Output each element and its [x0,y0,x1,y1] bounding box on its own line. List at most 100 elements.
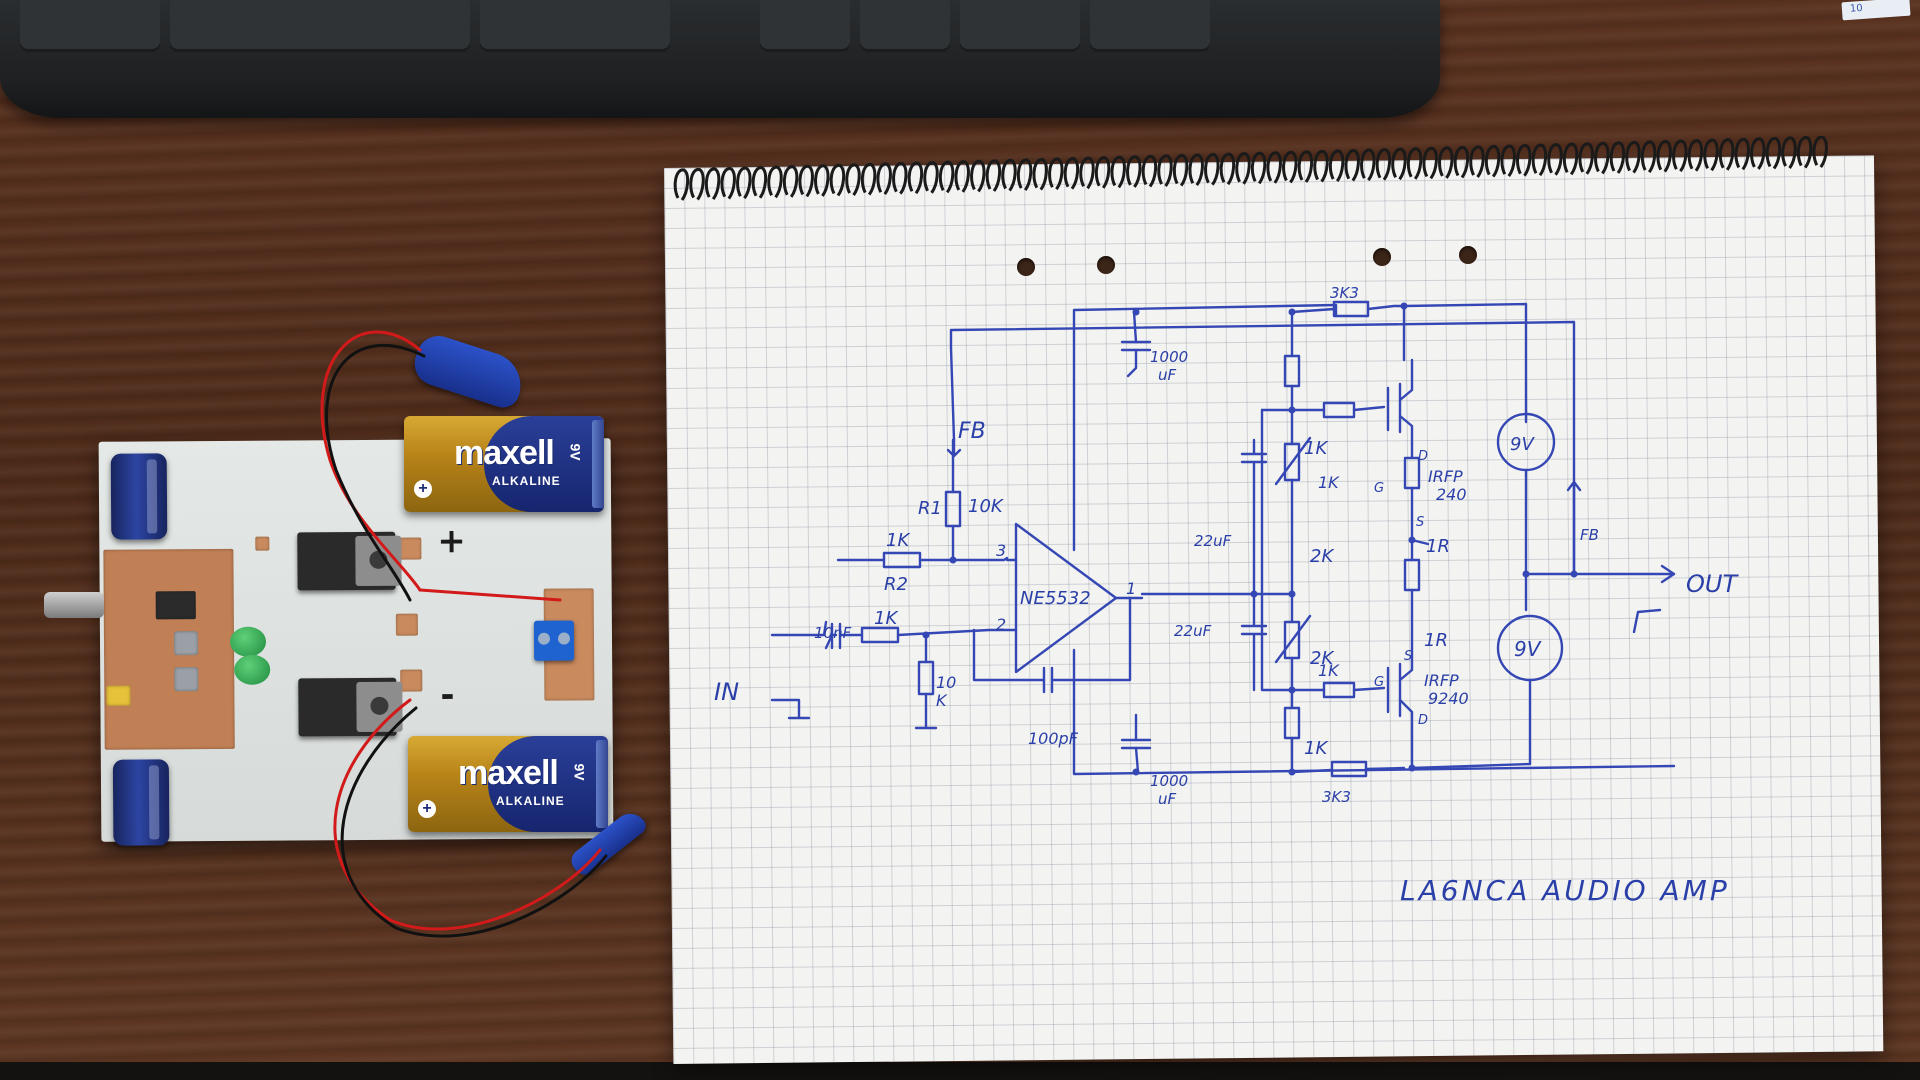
spiral-coil [1344,149,1360,182]
spiral-coil [892,162,908,195]
spiral-coil [1796,136,1813,169]
spiral-coil [1001,159,1017,192]
yellow-capacitor [106,685,131,706]
battery-type: ALKALINE [492,474,561,488]
battery-plus: + [414,480,432,498]
spiral-coil [1640,140,1657,173]
copper-pad [255,536,270,551]
label-input-res: 1K [874,608,898,629]
label-bias-res-b: K [936,691,948,710]
spiral-coil [1094,156,1111,189]
spiral-coil [1703,138,1719,172]
label-r1: R1 [918,498,942,519]
spiral-coil [1250,151,1267,185]
spiral-coil [1469,145,1485,178]
spiral-coil [1625,141,1641,174]
label-battery-bot: 9V [1514,637,1542,661]
label-pin1: 1 [1126,579,1136,598]
spiral-coil [1328,149,1345,182]
spiral-coil [1282,150,1298,184]
spiral-coil [1188,153,1204,187]
spiral-coil [1687,139,1704,172]
spiral-coil [1562,142,1579,176]
spiral-coil [1360,148,1376,182]
schematic-title: LA6NCA AUDIO AMP [1400,874,1730,907]
label-gate-bot: G [1374,675,1384,690]
spiral-coil [1484,145,1501,178]
spiral-coil [1032,158,1048,191]
label-r2: R2 [884,574,908,595]
spiral-coil [767,165,783,199]
spiral-coil [1079,156,1095,190]
audio-input-jack [44,592,104,618]
spiral-coil [1812,136,1828,169]
punch-hole [1459,246,1477,264]
spiral-coil [1547,143,1563,176]
spiral-coil [1141,154,1158,188]
label-gate-top: G [1374,481,1384,496]
label-gate-res-top: 1K [1318,473,1340,492]
label-fb-right: FB [1580,526,1599,544]
spiral-coil [1391,147,1407,181]
label-drain-top: D [1418,449,1428,464]
label-in: IN [714,678,739,706]
spiral-coil [689,168,705,201]
schematic-wires [770,300,1676,778]
label-ir-top: 1R [1426,536,1450,557]
green-capacitor [229,626,267,657]
label-res-1k-bot: 1K [1304,738,1328,759]
keyboard-key [960,0,1080,52]
spiral-coil [704,167,721,200]
punch-hole [1017,258,1035,276]
keyboard-key [760,0,850,52]
label-gate-res-bot: 1K [1318,661,1340,680]
spiral-coil [860,163,877,196]
spiral-coil [845,163,861,196]
mosfet-transistor [298,677,403,737]
junction-dots [922,302,1578,776]
spiral-coil [1313,150,1329,183]
battery-voltage: 9V [567,443,584,461]
spiral-coil [1516,144,1532,177]
label-cap-bot-unit: uF [1158,790,1177,808]
punch-hole [1373,248,1391,266]
label-cap-top-unit: uF [1158,366,1177,384]
spiral-coil [938,160,955,194]
battery-voltage: 9V [571,763,588,781]
punch-hole [1097,256,1115,274]
spiral-coil [720,167,736,200]
label-3k3-bot: 3K3 [1322,788,1351,806]
electrolytic-capacitor [110,453,168,540]
keyboard-key [860,0,950,52]
spiral-coil [1110,155,1126,189]
spiral-coil [1126,155,1142,188]
label-fet-bot-a: IRFP [1424,671,1459,690]
mosfet-transistor [297,531,402,591]
spiral-coil [1765,136,1782,170]
label-r1-value: 10K [968,496,1004,517]
battery-top: maxell ALKALINE + 9V [404,416,604,512]
plus-marking: + [437,521,466,562]
spiral-coil [736,166,752,200]
screw-terminal [533,620,575,661]
label-pot-bot: 2K [1310,648,1334,669]
label-cap-bot: 1000 [1150,772,1188,790]
trimmer-pot [173,631,199,656]
label-fb-top: FB [958,419,986,444]
spiral-coil [1531,143,1548,177]
label-input-cap: 10nF [814,624,852,642]
spiral-coil [985,159,1002,192]
keyboard-key [1090,0,1210,52]
keyboard-key [170,0,470,52]
label-bias-res-a: 10 [936,673,956,692]
copper-pad-area [103,548,235,750]
spiral-coil [1750,137,1766,170]
spiral-coil [1500,144,1516,178]
spiral-coil [1672,139,1688,173]
op-amp-chip [155,591,196,620]
spiral-coil [1734,137,1750,171]
keyboard-key [20,0,160,52]
battery-type: ALKALINE [496,794,565,808]
label-source-top: S [1416,515,1424,530]
copper-pad [395,613,418,636]
